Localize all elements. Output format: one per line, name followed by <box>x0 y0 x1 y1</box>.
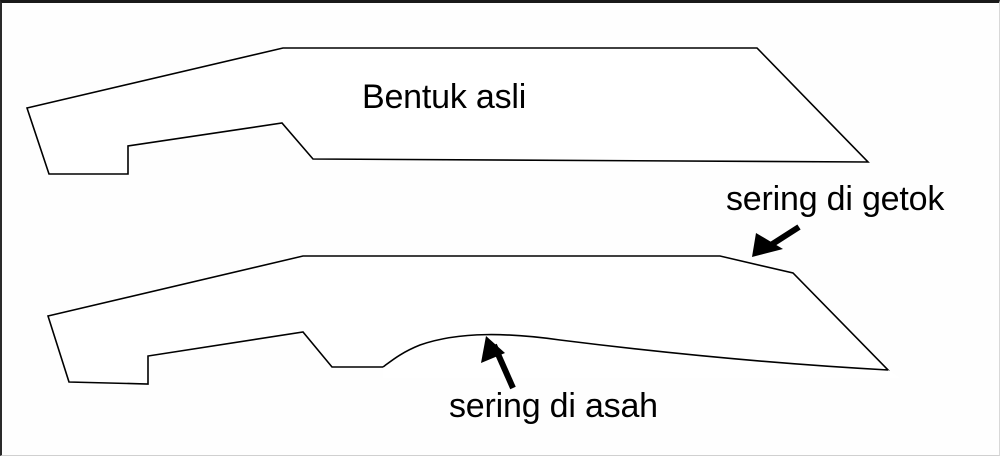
arrow-head <box>481 336 505 363</box>
upper-blade-original-outline <box>25 47 870 175</box>
arrow-to-sharpened-area-icon <box>481 336 516 390</box>
label-often-hammered: sering di getok <box>726 180 945 218</box>
label-often-sharpened: sering di asah <box>449 387 658 425</box>
lower-blade-sharpened-curve-cover <box>383 334 900 378</box>
lower-blade-sharpened-curve <box>382 333 889 371</box>
arrow-head <box>752 233 783 257</box>
lower-blade-worn-outline <box>46 255 890 385</box>
arrow-to-hammered-area-icon <box>752 224 801 257</box>
label-original-shape: Bentuk asli <box>362 78 527 116</box>
